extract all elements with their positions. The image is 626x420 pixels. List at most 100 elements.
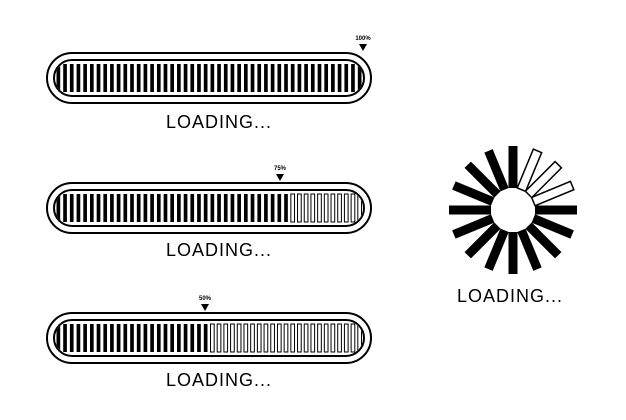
progress-segment-empty — [210, 323, 215, 353]
spinner-segment-filled — [449, 205, 491, 215]
progress-segment-filled — [304, 64, 308, 92]
progress-segment-filled — [203, 64, 208, 92]
progress-segment-filled — [116, 324, 121, 352]
progress-segment-filled — [89, 194, 94, 222]
progress-segment-filled — [150, 324, 154, 352]
progress-segment-empty — [303, 323, 309, 353]
progress-segment-empty — [223, 323, 229, 353]
progress-segment-filled — [136, 194, 141, 222]
progress-segment-filled — [170, 64, 175, 92]
spinner-segment-filled — [464, 222, 501, 259]
progress-segment-filled — [170, 324, 175, 352]
progress-bar-50: 50% LOADING... — [46, 294, 372, 394]
progress-segment-filled — [83, 324, 87, 352]
spinner-loading-label: LOADING... — [457, 286, 564, 306]
progress-segment-filled — [264, 194, 268, 222]
progress-segment-filled — [69, 194, 74, 222]
progress-segment-filled — [110, 324, 114, 352]
progress-segment-filled — [116, 64, 121, 92]
progress-segment-empty — [270, 323, 275, 353]
progress-segment-filled — [203, 324, 208, 352]
progress-segment-filled — [103, 194, 108, 222]
progress-segment-empty — [323, 193, 329, 223]
progress-segment-filled — [324, 64, 329, 92]
progress-segment-filled — [150, 64, 154, 92]
marker-triangle-icon — [201, 304, 209, 311]
progress-segment-filled — [197, 324, 201, 352]
progress-segment-filled — [264, 64, 268, 92]
progress-segment-filled — [136, 64, 141, 92]
progress-segment-filled — [143, 324, 148, 352]
progress-segment-filled — [237, 194, 241, 222]
progress-segment-filled — [257, 64, 262, 92]
progress-track — [46, 312, 372, 364]
progress-segment-filled — [63, 324, 67, 352]
progress-stripes — [56, 323, 362, 353]
spinner-segment-filled — [484, 228, 509, 271]
progress-bar-100: 100% LOADING... — [46, 34, 372, 134]
spinner-segment-filled — [484, 149, 509, 192]
progress-segment-filled — [217, 64, 221, 92]
spinner-segment-filled — [508, 146, 518, 188]
spinner-segment-filled — [464, 161, 501, 198]
progress-segment-filled — [217, 194, 221, 222]
progress-segment-empty — [297, 323, 302, 353]
progress-track — [46, 52, 372, 104]
loading-label: LOADING... — [166, 370, 273, 390]
progress-segment-filled — [83, 194, 87, 222]
progress-segment-filled — [183, 324, 188, 352]
spinner-segment-filled — [525, 222, 562, 259]
progress-segment-empty — [256, 323, 262, 353]
progress-segment-empty — [337, 193, 342, 223]
progress-segment-filled — [110, 194, 114, 222]
progress-segment-filled — [270, 194, 275, 222]
progress-fill-area — [53, 59, 365, 97]
progress-segment-filled — [250, 194, 255, 222]
progress-segment-filled — [96, 64, 101, 92]
progress-segment-empty — [330, 323, 336, 353]
spinner-segment-filled — [535, 205, 577, 215]
spinner-segment-filled — [452, 181, 495, 206]
progress-bar-75: 75% LOADING... — [46, 164, 372, 264]
progress-fill-area — [53, 189, 365, 227]
progress-segment-filled — [116, 194, 121, 222]
progress-segment-filled — [257, 194, 262, 222]
progress-segment-empty — [303, 193, 309, 223]
progress-segment-filled — [250, 64, 255, 92]
progress-segment-filled — [89, 324, 94, 352]
progress-segment-filled — [150, 194, 154, 222]
progress-segment-filled — [89, 64, 94, 92]
progress-segment-filled — [156, 194, 161, 222]
progress-segment-filled — [203, 194, 208, 222]
marker-triangle-icon — [276, 174, 284, 181]
progress-segment-filled — [243, 64, 248, 92]
progress-segment-filled — [190, 194, 195, 222]
progress-marker: 75% — [265, 166, 295, 181]
progress-segment-empty — [330, 193, 336, 223]
progress-segment-filled — [337, 64, 342, 92]
progress-segment-empty — [263, 323, 269, 353]
progress-percent-label: 75% — [273, 166, 286, 172]
spinner-segment-filled — [508, 232, 518, 274]
progress-segment-filled — [197, 194, 201, 222]
progress-segment-empty — [310, 193, 316, 223]
progress-fill-area — [53, 319, 365, 357]
progress-segment-filled — [331, 64, 335, 92]
progress-segment-empty — [323, 323, 329, 353]
progress-segment-empty — [317, 323, 322, 353]
progress-segment-filled — [163, 64, 168, 92]
spinner-segment-empty — [524, 160, 563, 199]
progress-segment-empty — [236, 323, 242, 353]
progress-segment-filled — [69, 324, 74, 352]
progress-segment-filled — [136, 324, 141, 352]
progress-segment-empty — [357, 323, 362, 353]
spinner-segment-filled — [517, 228, 542, 271]
progress-segment-filled — [290, 64, 295, 92]
spinner-segment-filled — [531, 214, 574, 239]
progress-segment-filled — [197, 64, 201, 92]
progress-segment-filled — [163, 194, 168, 222]
progress-segment-filled — [63, 64, 67, 92]
progress-percent-label: 50% — [198, 296, 211, 302]
progress-segment-filled — [123, 64, 128, 92]
marker-triangle-icon — [359, 44, 367, 51]
